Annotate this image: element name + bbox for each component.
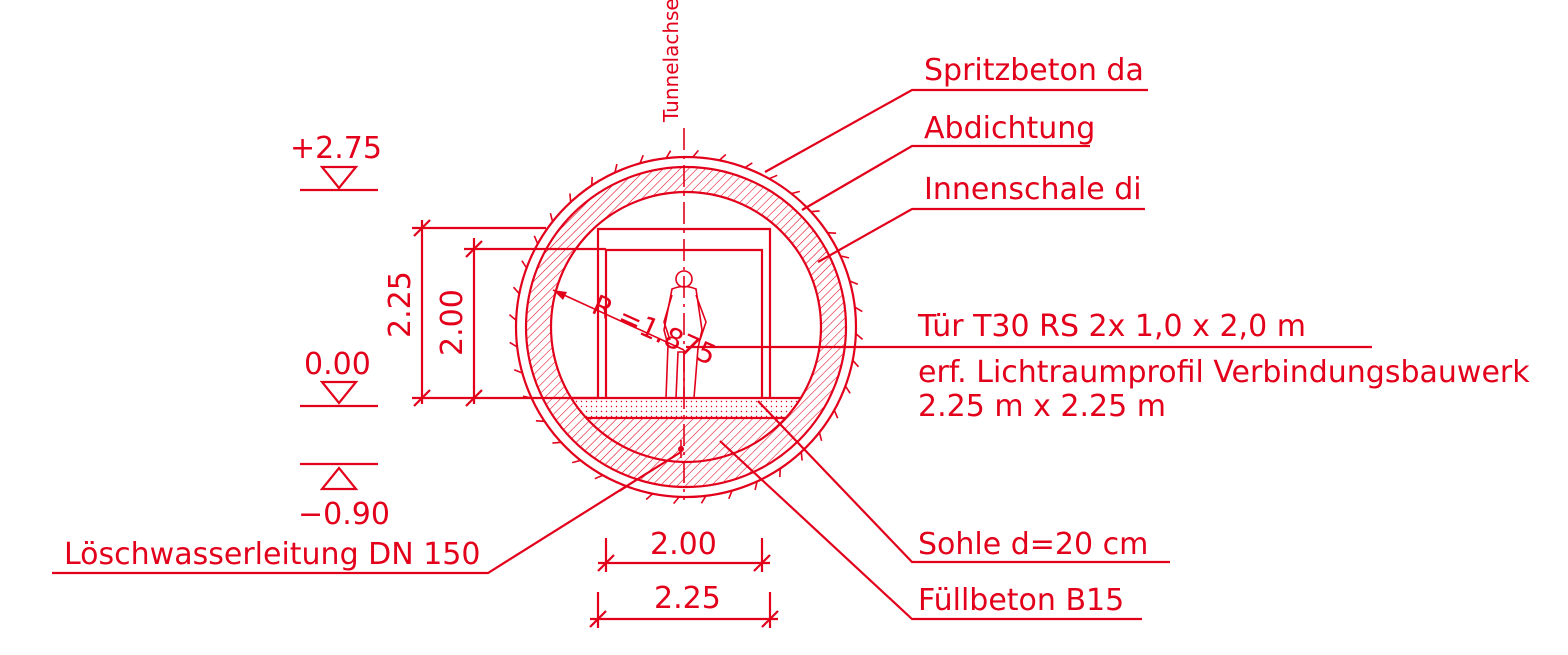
dimension-height-outer: 2.25 xyxy=(383,219,598,407)
leader-pipe xyxy=(52,451,682,575)
axis-label: Tunnelachse xyxy=(659,0,683,123)
label-fill: Füllbeton B15 xyxy=(918,583,1124,618)
label-shotcrete: Spritzbeton da xyxy=(924,53,1144,88)
ring-tick xyxy=(849,280,859,285)
dim-height-inner: 2.00 xyxy=(435,289,470,356)
ring-tick xyxy=(833,409,839,419)
level-top-value: +2.75 xyxy=(290,131,382,166)
ring-tick xyxy=(513,369,523,374)
leader-waterproofing xyxy=(801,144,1090,211)
level-zero-value: 0.00 xyxy=(304,347,371,382)
dimension-width-inner: 2.00 xyxy=(597,527,771,572)
ring-tick xyxy=(779,468,782,478)
label-clearance: erf. Lichtraumprofil Verbindungsbauwerk xyxy=(918,355,1530,390)
ring-tick xyxy=(718,153,727,161)
ring-tick xyxy=(744,162,753,169)
ring-tick xyxy=(855,333,864,341)
ring-tick xyxy=(791,190,801,195)
ring-tick xyxy=(827,231,837,234)
ring-tick xyxy=(508,313,517,321)
label-waterproofing: Abdichtung xyxy=(924,111,1095,146)
ring-tick xyxy=(844,385,851,394)
dimension-height-inner: 2.00 xyxy=(435,238,606,407)
dim-width-outer: 2.25 xyxy=(654,581,721,616)
level-top: +2.75 xyxy=(290,131,382,192)
label-door: Tür T30 RS 2x 1,0 x 2,0 m xyxy=(917,309,1306,344)
level-bottom-value: −0.90 xyxy=(298,497,390,532)
ring-tick xyxy=(533,235,539,245)
label-inner-shell: Innenschale di xyxy=(924,172,1142,207)
ring-tick xyxy=(665,150,672,159)
ring-tick xyxy=(552,441,562,444)
ring-tick xyxy=(810,210,820,213)
shotcrete-tick-marks xyxy=(508,149,864,505)
ring-tick xyxy=(509,341,518,348)
ring-tick xyxy=(754,481,758,491)
ring-tick xyxy=(594,474,604,480)
waterproofing-ring xyxy=(524,165,848,489)
ring-tick xyxy=(768,174,778,180)
ring-tick xyxy=(569,193,572,203)
level-zero: 0.00 xyxy=(300,347,378,408)
ring-tick xyxy=(840,255,850,259)
leader-fill xyxy=(719,440,1142,621)
ring-tick xyxy=(590,176,593,186)
label-clearance-size: 2.25 m x 2.25 m xyxy=(918,389,1166,424)
base-slab xyxy=(551,398,821,418)
level-bottom: −0.90 xyxy=(298,462,390,532)
tunnel-axis: Tunnelachse xyxy=(659,0,685,500)
label-slab: Sohle d=20 cm xyxy=(918,527,1148,562)
radius-annotation: R =1.875 xyxy=(552,288,721,372)
label-pipe: Löschwasserleitung DN 150 xyxy=(64,537,480,572)
ring-tick xyxy=(854,306,863,313)
ring-tick xyxy=(692,149,700,158)
leader-lines xyxy=(52,88,1372,621)
leader-slab xyxy=(757,400,1170,564)
ring-tick xyxy=(852,359,860,368)
ring-tick xyxy=(571,459,581,464)
ring-tick xyxy=(728,490,733,500)
ring-tick xyxy=(672,496,680,505)
ring-tick xyxy=(521,260,528,269)
shotcrete-ring xyxy=(514,155,858,499)
ring-tick xyxy=(639,154,644,164)
ring-tick xyxy=(535,420,545,423)
radius-label: R =1.875 xyxy=(587,288,721,372)
ring-tick xyxy=(818,432,823,442)
ring-tick xyxy=(549,212,554,222)
ring-tick xyxy=(614,163,618,173)
leader-shotcrete xyxy=(764,88,1148,173)
dim-height-outer: 2.25 xyxy=(383,271,418,338)
dim-width-inner: 2.00 xyxy=(650,527,717,562)
tunnel-rings xyxy=(508,149,864,505)
pipe-marker xyxy=(678,440,684,458)
leader-inner-shell xyxy=(817,207,1145,263)
dimension-width-outer: 2.25 xyxy=(589,581,779,628)
ring-tick xyxy=(700,495,707,504)
ring-tick xyxy=(512,286,520,295)
ring-tick xyxy=(645,493,654,501)
ring-tick xyxy=(800,451,803,461)
